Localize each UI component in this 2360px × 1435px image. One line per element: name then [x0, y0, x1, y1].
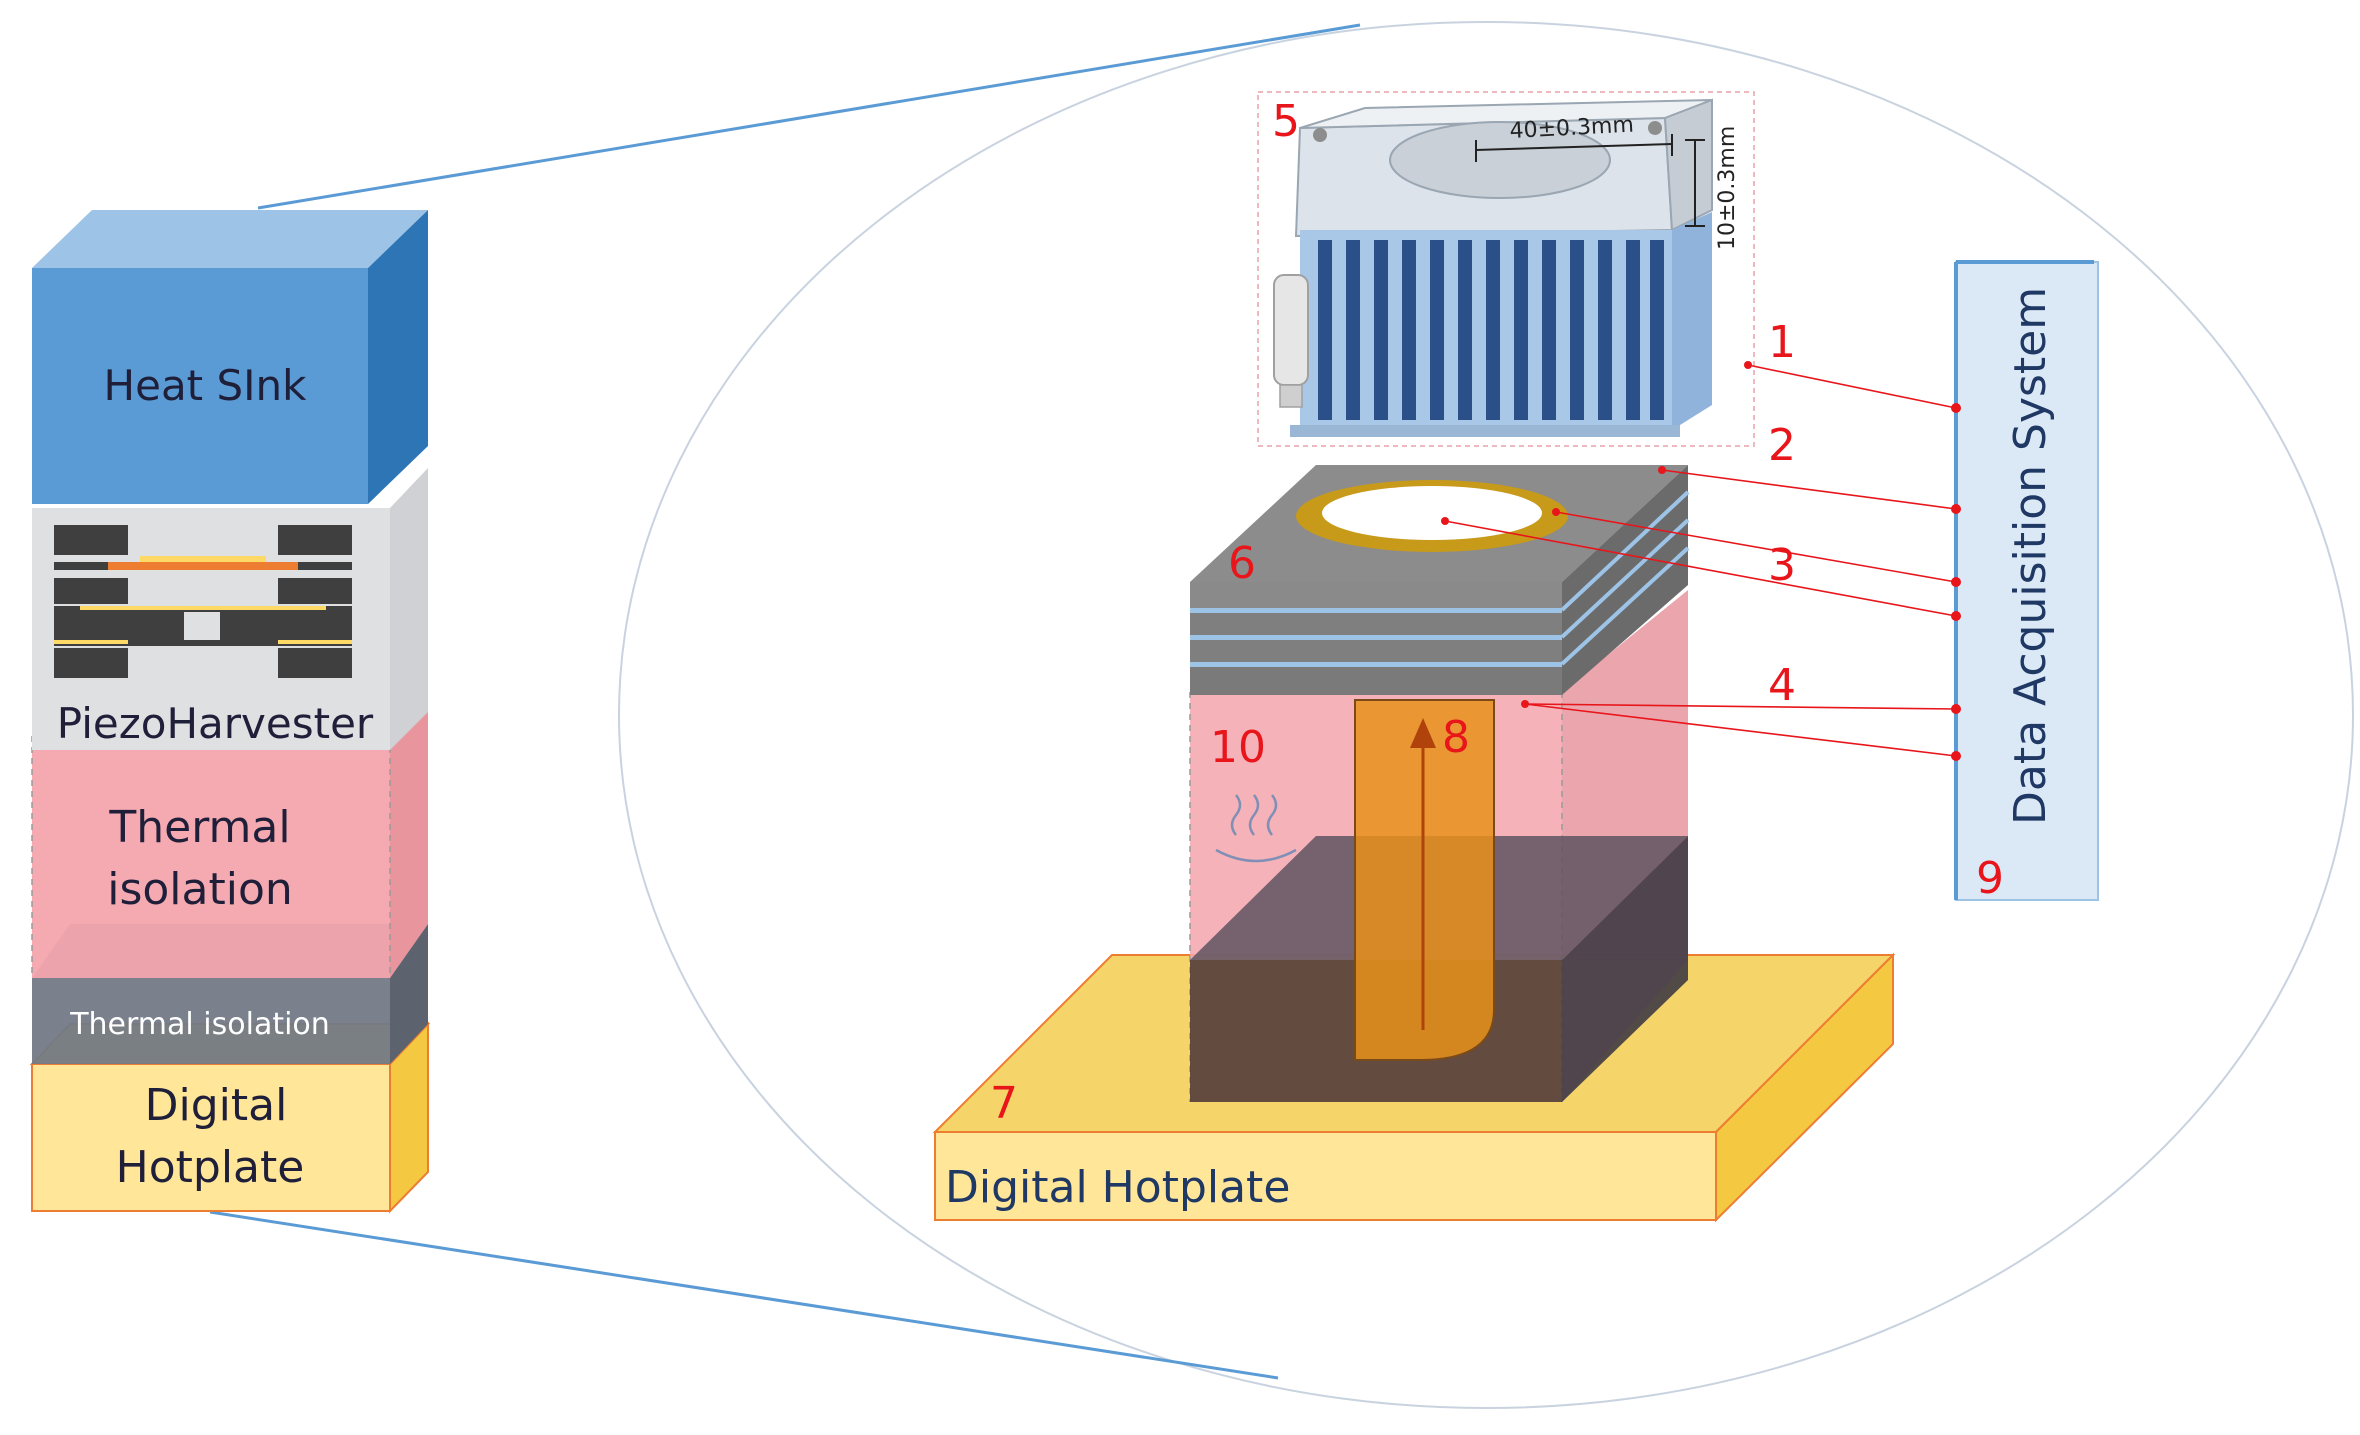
left-hotplate-label-line1: Digital — [145, 1080, 288, 1131]
left-thin-isolation-front — [32, 978, 390, 1064]
callout-1: 1 — [1768, 317, 1796, 368]
daq-label: Data Acquisition System — [2005, 287, 2056, 825]
left-thermal-isolation-front — [32, 736, 390, 978]
left-heat-sink-top — [32, 210, 428, 268]
heat-flow-arrowhead — [1410, 718, 1436, 748]
callout-numbers: 1 2 3 4 5 6 7 8 9 10 — [990, 96, 2004, 1129]
connection-endpoints — [1441, 361, 1961, 761]
left-heat-sink-side — [368, 210, 428, 504]
sensor-connection-lines — [1444, 364, 1957, 757]
callout-8: 8 — [1442, 712, 1470, 763]
width-dimension-line — [1475, 143, 1673, 151]
height-dimension-label: 10±0.3mm — [1715, 126, 1740, 250]
callout-9: 9 — [1976, 853, 2004, 904]
left-hotplate-front — [31, 1063, 391, 1212]
daq-box — [1955, 261, 2099, 901]
heat-wave-icon — [1215, 794, 1297, 863]
piezo-disc-center — [1322, 486, 1542, 540]
zoom-line-top — [257, 23, 1361, 210]
hotplate-label: Digital Hotplate — [945, 1162, 1290, 1213]
piezo-plate-stack — [1190, 465, 1690, 695]
thermal-isolation-label-line1: Thermal — [108, 802, 290, 853]
thin-thermal-isolation-label: Thermal isolation — [69, 1007, 330, 1042]
data-acquisition-system: Data Acquisition System — [1954, 260, 2099, 901]
piezo-harvester-label: PiezoHarvester — [57, 699, 374, 748]
heatsink-product-photo: 40±0.3mm 10±0.3mm — [1257, 91, 1755, 447]
heat-path-rod — [1354, 699, 1495, 1061]
left-hotplate-label-line2: Hotplate — [116, 1142, 305, 1193]
hotplate-front — [934, 1131, 1717, 1221]
left-heat-sink-front — [32, 268, 368, 504]
callout-10: 10 — [1210, 722, 1266, 773]
heat-sink-label: Heat SInk — [104, 361, 308, 410]
thermal-isolation-label-line2: isolation — [107, 864, 293, 915]
callout-2: 2 — [1768, 420, 1796, 471]
callout-3: 3 — [1768, 540, 1796, 591]
left-piezo-side — [390, 468, 428, 750]
left-hotplate-side — [389, 1021, 429, 1214]
callout-5: 5 — [1272, 96, 1300, 147]
callout-7: 7 — [990, 1078, 1018, 1129]
callout-6: 6 — [1228, 538, 1256, 589]
left-thermal-isolation-side — [390, 698, 428, 978]
callout-4: 4 — [1768, 660, 1796, 711]
left-layer-stack: Heat SInk PiezoHarvester Thermal isolati… — [29, 210, 431, 1214]
hotplate-side — [1715, 952, 1894, 1223]
left-thin-isolation-side — [390, 924, 428, 1064]
zoom-ellipse — [618, 21, 2354, 1409]
piezo-cross-section-icon — [54, 525, 352, 678]
zoom-line-bottom — [209, 1210, 1279, 1380]
